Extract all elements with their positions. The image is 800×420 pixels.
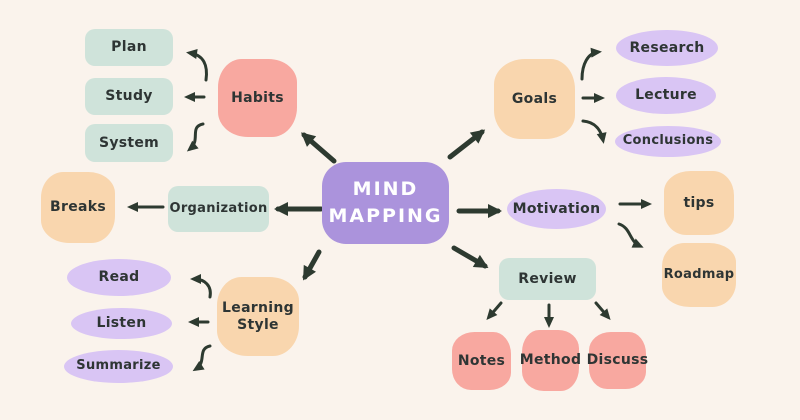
node-system-label: System [98, 134, 160, 151]
arrow-habits-to-system [186, 122, 205, 152]
node-discuss[interactable]: Discuss [586, 332, 649, 389]
node-study[interactable]: Study [85, 78, 173, 115]
arrow-goals-to-conclusions [581, 119, 607, 144]
node-method-label: Method [519, 352, 582, 369]
arrow-review-to-discuss [594, 301, 611, 321]
node-summarize[interactable]: Summarize [64, 350, 173, 383]
arrow-center-to-learning-style [302, 249, 322, 281]
arrow-goals-to-research [580, 47, 602, 81]
node-lecture-label: Lecture [635, 87, 697, 104]
node-habits-label: Habits [231, 89, 284, 106]
node-listen-label: Listen [96, 315, 147, 332]
node-review-label: Review [518, 270, 577, 287]
arrow-review-to-notes [486, 301, 503, 321]
arrow-center-to-habits [300, 132, 337, 164]
arrow-learning-to-read [190, 274, 212, 299]
node-plan[interactable]: Plan [85, 29, 173, 66]
node-roadmap[interactable]: Roadmap [662, 243, 736, 307]
node-organization[interactable]: Organization [168, 186, 269, 232]
node-study-label: Study [105, 88, 153, 105]
node-research[interactable]: Research [616, 30, 718, 66]
node-motivation[interactable]: Motivation [507, 189, 606, 229]
node-goals-label: Goals [511, 90, 558, 107]
arrow-habits-to-plan [186, 49, 208, 82]
center-label-line2: MAPPING [328, 205, 443, 227]
node-organization-label: Organization [169, 200, 268, 216]
arrow-motivation-to-roadmap [617, 222, 644, 248]
node-goals[interactable]: Goals [494, 59, 575, 139]
arrow-learning-to-summarize [192, 344, 212, 372]
arrow-center-to-goals [447, 129, 486, 160]
node-center-mind-mapping[interactable]: MIND MAPPING [322, 162, 449, 244]
node-summarize-label: Summarize [76, 358, 161, 374]
node-plan-label: Plan [111, 39, 147, 56]
node-lecture[interactable]: Lecture [616, 77, 716, 114]
node-read-label: Read [98, 269, 140, 286]
node-read[interactable]: Read [67, 259, 171, 296]
node-conclusions-label: Conclusions [622, 133, 714, 149]
node-learning-style[interactable]: Learning Style [217, 277, 299, 356]
node-breaks-label: Breaks [50, 199, 106, 216]
node-notes-label: Notes [457, 352, 506, 369]
node-conclusions[interactable]: Conclusions [615, 126, 721, 157]
node-tips-label: tips [683, 194, 715, 211]
center-label-line1: MIND [352, 178, 419, 201]
node-habits[interactable]: Habits [218, 59, 297, 137]
node-tips[interactable]: tips [664, 171, 734, 235]
node-breaks[interactable]: Breaks [41, 172, 115, 243]
node-listen[interactable]: Listen [71, 308, 172, 339]
node-discuss-label: Discuss [586, 352, 649, 369]
node-notes[interactable]: Notes [452, 332, 511, 390]
node-method[interactable]: Method [519, 330, 582, 391]
node-review[interactable]: Review [499, 258, 596, 300]
node-system[interactable]: System [85, 124, 173, 162]
arrow-center-to-review [451, 245, 489, 269]
node-motivation-label: Motivation [512, 200, 601, 217]
node-roadmap-label: Roadmap [663, 266, 735, 282]
node-research-label: Research [629, 39, 705, 56]
node-learning-style-label: Learning Style [222, 300, 294, 333]
